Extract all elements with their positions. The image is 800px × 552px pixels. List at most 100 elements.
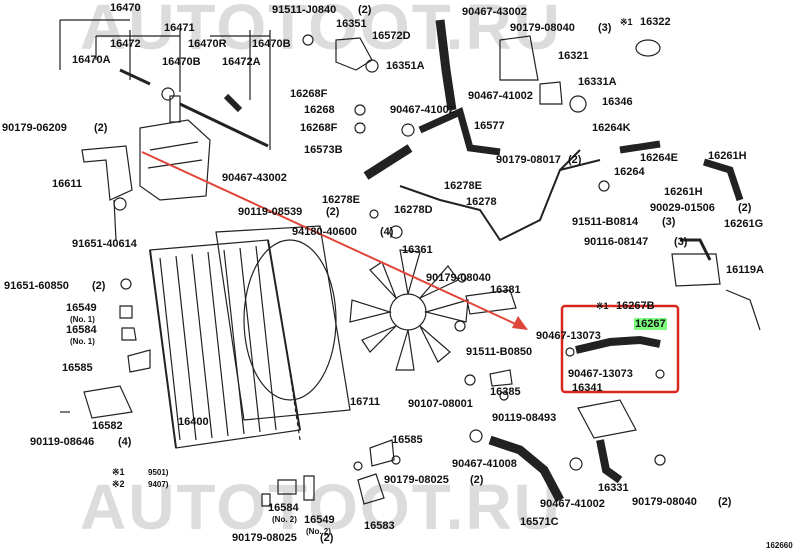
label-16549-b: 16549	[304, 514, 335, 526]
radiator-16400	[149, 239, 301, 449]
label-90467-43002-a: 90467-43002	[462, 6, 527, 18]
label-90467-41002-a: 90467-41002	[468, 90, 533, 102]
label-16278: 16278	[466, 196, 497, 208]
label-16571C: 16571C	[520, 516, 559, 528]
label-16351: 16351	[336, 18, 367, 30]
note-mark-1: ※1	[112, 467, 125, 477]
hose-16261	[702, 158, 744, 202]
label-90179-08040-c: 90179-08040	[632, 496, 697, 508]
housing-16119A	[671, 253, 721, 287]
ring-16346	[569, 95, 587, 113]
label-16385: 16385	[490, 386, 521, 398]
note-code-1: 9501)	[148, 468, 169, 477]
label-90179-08040-b: 90179-08040	[426, 272, 491, 284]
label-16341: 16341	[572, 382, 603, 394]
label-91651-60850: 91651-60850	[4, 280, 69, 292]
label-16400: 16400	[178, 416, 209, 428]
water-outlet-16351	[302, 34, 379, 73]
label-16381: 16381	[490, 284, 521, 296]
label-16267B: 16267B	[616, 300, 655, 312]
label-16585-a: 16585	[62, 362, 93, 374]
label-90467-13073-a: 90467-13073	[536, 330, 601, 342]
label-16549-a: 16549	[66, 302, 97, 314]
label-16268F-b: 16268F	[300, 122, 338, 134]
label-no1-b: (No. 1)	[70, 337, 95, 346]
hose-16264	[619, 140, 661, 154]
label-16261H-a: 16261H	[708, 150, 747, 162]
label-qty-3a: (3)	[598, 22, 612, 34]
label-90029-01506: 90029-01506	[650, 202, 715, 214]
label-16278D: 16278D	[394, 204, 433, 216]
label-90107-08001: 90107-08001	[408, 398, 473, 410]
label-qty-b: (2)	[92, 280, 106, 292]
highlight-box	[560, 304, 680, 394]
label-16470B-2: 16470B	[162, 56, 201, 68]
label-91511-J0840: 91511-J0840	[272, 4, 337, 16]
heater-pipe-16278	[399, 149, 610, 242]
label-16321: 16321	[558, 50, 589, 62]
label-90179-08025-b: 90179-08025	[232, 532, 297, 544]
label-16472: 16472	[110, 38, 141, 50]
label-qty-4b: (4)	[380, 226, 394, 238]
label-16268F-a: 16268F	[290, 88, 328, 100]
label-16261G: 16261G	[724, 218, 764, 230]
watermark-bottom: AUTOTOOT.RU	[80, 471, 562, 543]
label-90179-06209: 90179-06209	[2, 122, 67, 134]
label-qty-4: (4)	[118, 436, 132, 448]
hose-16571C	[488, 435, 564, 503]
label-qty-a: (2)	[94, 122, 108, 134]
bracket-16611	[81, 145, 133, 241]
label-91651-40614: 91651-40614	[72, 238, 137, 250]
mark-2: ※1	[596, 301, 609, 311]
label-16264: 16264	[614, 166, 645, 178]
label-90467-41008: 90467-41008	[452, 458, 517, 470]
label-16583: 16583	[364, 520, 395, 532]
label-16577: 16577	[474, 120, 505, 132]
label-91511-B0850: 91511-B0850	[466, 346, 533, 358]
label-16472A: 16472A	[222, 56, 261, 68]
label-16264E: 16264E	[640, 152, 678, 164]
sleeve-16322	[635, 39, 661, 57]
label-16470: 16470	[110, 2, 141, 14]
label-16611: 16611	[52, 178, 82, 190]
label-16268: 16268	[304, 104, 335, 116]
fan-16361	[349, 249, 469, 371]
label-16585-b: 16585	[392, 434, 423, 446]
bracket-16381	[465, 289, 517, 315]
hose-16572D	[435, 19, 457, 111]
label-16572D: 16572D	[372, 30, 411, 42]
label-16584-b: 16584	[268, 502, 299, 514]
housing-16321	[499, 35, 539, 81]
label-16351A: 16351A	[386, 60, 425, 72]
label-16119A: 16119A	[726, 264, 764, 276]
label-16711: 16711	[350, 396, 380, 408]
label-90467-43002-b: 90467-43002	[222, 172, 287, 184]
water-inlet-16341	[577, 399, 637, 439]
label-90116-08147: 90116-08147	[584, 236, 649, 248]
label-16471: 16471	[164, 22, 195, 34]
label-16331A: 16331A	[578, 76, 617, 88]
label-16278E-a: 16278E	[322, 194, 360, 206]
label-16278E-b: 16278E	[444, 180, 482, 192]
label-no2-a: (No. 2)	[272, 515, 297, 524]
label-90467-13073-b: 90467-13073	[568, 368, 633, 380]
reference-arrow	[141, 151, 528, 330]
label-16470A: 16470A	[72, 54, 111, 66]
label-qty-i: (2)	[718, 496, 732, 508]
label-qty-d: (2)	[358, 4, 372, 16]
label-qty-3c: (3)	[674, 236, 688, 248]
label-no1-a: (No. 1)	[70, 315, 95, 324]
label-16470R: 16470R	[188, 38, 227, 50]
label-16582: 16582	[92, 420, 123, 432]
label-qty-e: (2)	[568, 154, 582, 166]
label-90179-08017: 90179-08017	[496, 154, 561, 166]
label-qty-g: (2)	[326, 206, 340, 218]
fan-shroud-16711	[215, 225, 351, 421]
label-90119-08493: 90119-08493	[492, 412, 557, 424]
diagram-id: 162660	[766, 541, 793, 550]
mark-1: ※1	[620, 17, 633, 27]
note-mark-2: ※2	[112, 479, 125, 489]
label-16584-a: 16584	[66, 324, 97, 336]
label-91511-B0814: 91511-B0814	[572, 216, 639, 228]
